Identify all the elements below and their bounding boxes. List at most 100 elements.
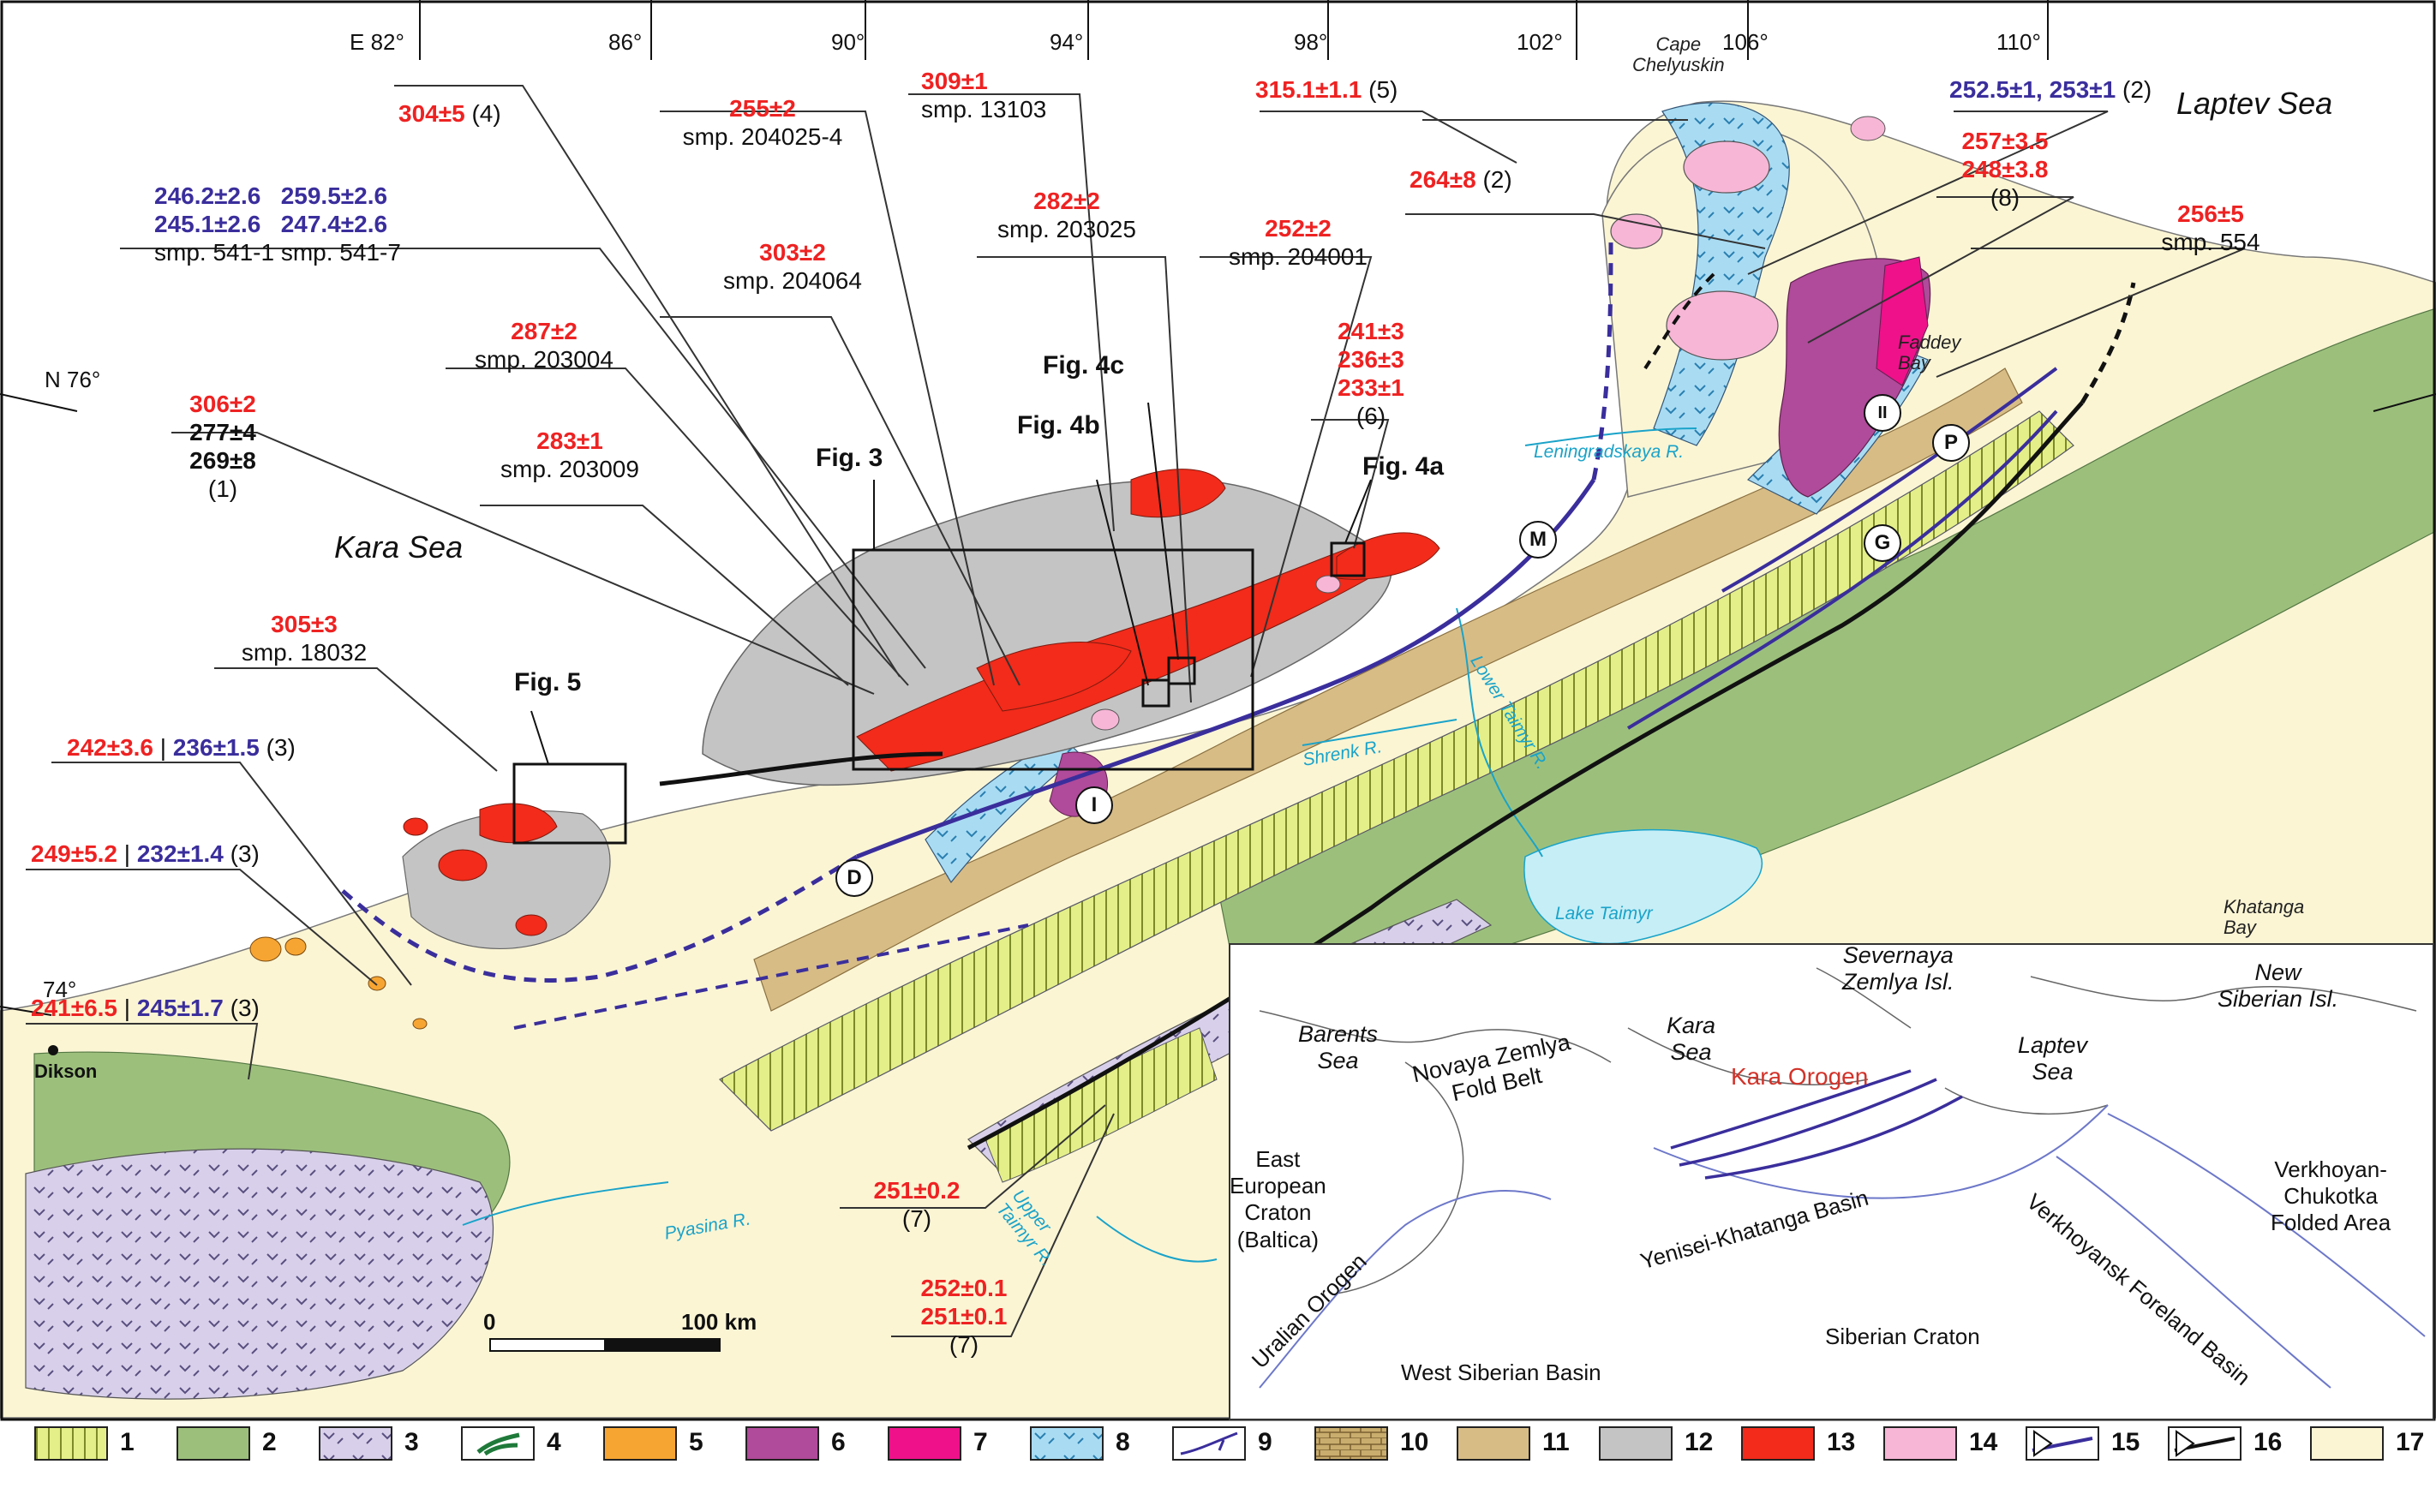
lat-74: 74° [43, 977, 77, 1002]
legend-swatch-17 [2310, 1426, 2384, 1461]
fig4a-box [1330, 541, 1366, 577]
inset-siberian: Siberian Craton [1825, 1324, 1980, 1349]
lon-106: 106° [1722, 29, 1769, 55]
legend-number-2: 2 [262, 1428, 277, 1456]
scale-bar [489, 1338, 721, 1352]
unit-8-north [1653, 102, 1790, 446]
legend-swatch-5 [603, 1426, 677, 1461]
black-thrust-dashed [2080, 282, 2136, 404]
legend-number-11: 11 [1542, 1428, 1570, 1456]
unit-1-belt [719, 410, 2074, 1132]
legend-number-7: 7 [973, 1428, 988, 1456]
leningradskaya-river: Leningradskaya R. [1534, 442, 1685, 462]
unit-11-zone [753, 368, 2023, 1012]
map-frame [0, 0, 2436, 1421]
fig4b-label: Fig. 4b [1017, 411, 1100, 439]
unit-3-southwest [25, 1148, 494, 1400]
inset-coastlines [1259, 967, 2417, 1294]
legend-number-10: 10 [1400, 1428, 1429, 1456]
zone-M: M [1519, 521, 1557, 559]
laptev-sea-label: Laptev Sea [2176, 86, 2333, 121]
unit-13-g [515, 914, 548, 936]
thrust-P [1626, 409, 2058, 730]
kara-sea-label: Kara Sea [334, 529, 464, 565]
unit-14-e [1091, 708, 1120, 731]
lon-86: 86° [608, 29, 643, 55]
unit-5-b [284, 937, 307, 956]
main-thrust-dashed [341, 854, 859, 983]
fig4c-label: Fig. 4c [1043, 351, 1125, 379]
river-shrenk [1302, 719, 1457, 746]
scale-end: 100 km [681, 1309, 757, 1335]
legend-number-17: 17 [2396, 1428, 2425, 1456]
legend-number-8: 8 [1116, 1428, 1130, 1456]
unit-14-a [1683, 140, 1770, 194]
river-lower-taimyr [1456, 607, 1543, 858]
scale-zero: 0 [483, 1309, 496, 1335]
graticule [0, 0, 2436, 1016]
fig4c-box [1167, 656, 1196, 685]
legend-swatch-14 [1883, 1426, 1957, 1461]
lake-taimyr [1523, 828, 1763, 945]
legend-number-6: 6 [831, 1428, 846, 1456]
unit-5-d [412, 1018, 428, 1030]
unit-13-d [1336, 532, 1440, 580]
dikson-label: Dikson [34, 1061, 98, 1082]
legend-swatch-3 [319, 1426, 392, 1461]
unit-14-b [1666, 290, 1779, 361]
age-251: 251±0.2(7) [873, 1177, 961, 1233]
fig3-label: Fig. 3 [816, 444, 883, 472]
age-252-253: 252.5±1, 253±1 (2) [1949, 76, 2152, 103]
unit-7-block [1876, 256, 1929, 386]
unit-13-e [479, 803, 558, 844]
river-pyasina [462, 1181, 669, 1226]
legend-number-5: 5 [689, 1428, 703, 1456]
legend-swatch-12 [1599, 1426, 1673, 1461]
zone-P: P [1932, 424, 1970, 462]
age-241b: 241±6.5 | 245±1.7 (3) [31, 995, 260, 1021]
legend-number-9: 9 [1258, 1428, 1272, 1456]
fig-leader-4a [1344, 479, 1372, 544]
black-thrust-south [967, 401, 2084, 1150]
legend-swatch-10 [1314, 1426, 1388, 1461]
lon-102: 102° [1517, 29, 1563, 55]
lon-110: 110° [1996, 29, 2041, 55]
unit-13-f [438, 849, 488, 882]
legend-number-16: 16 [2253, 1428, 2283, 1456]
legend-number-13: 13 [1827, 1428, 1856, 1456]
fig-leader-4b [1096, 479, 1149, 686]
lon-e82: E 82° [350, 29, 404, 55]
zone-I: I [1075, 786, 1113, 824]
legend-swatch-6 [745, 1426, 819, 1461]
black-thrust-main [659, 751, 943, 786]
legend-number-15: 15 [2111, 1428, 2140, 1456]
legend-swatch-13 [1741, 1426, 1815, 1461]
main-thrust-solid [856, 478, 1596, 859]
legend-swatch-16 [2168, 1426, 2241, 1461]
lon-94: 94° [1050, 29, 1084, 55]
legend-swatch-1 [34, 1426, 108, 1461]
dikson-dot [48, 1045, 58, 1055]
inset-kara-orogen: Kara Orogen [1731, 1063, 1869, 1090]
fig5-box [512, 762, 627, 845]
unit-5-c [368, 976, 386, 991]
fig-leader-4c [1147, 402, 1179, 660]
age-315: 315.1±1.1 (5) [1255, 76, 1398, 103]
